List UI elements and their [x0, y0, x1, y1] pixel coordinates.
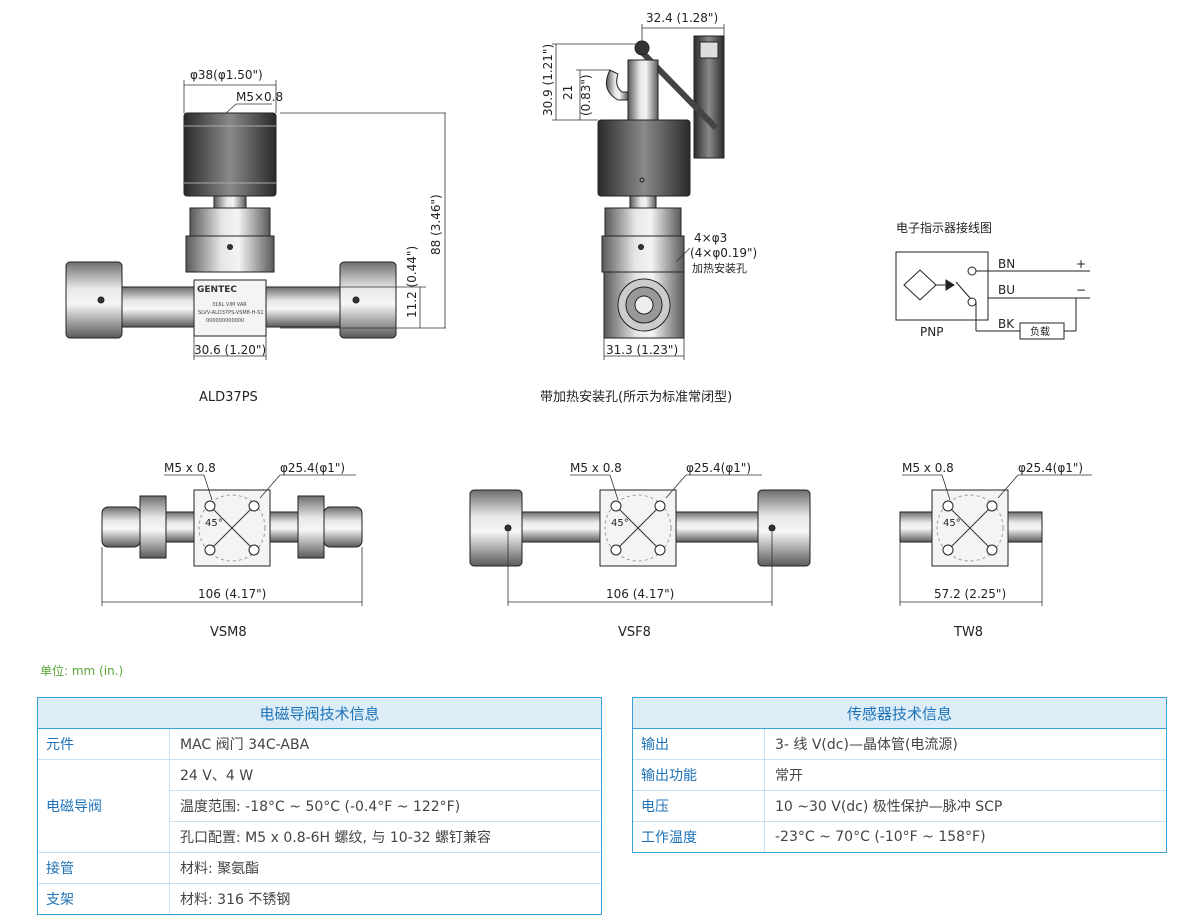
heat-h2b-label: (0.83") — [579, 74, 593, 116]
vsm8-name: VSM8 — [210, 625, 247, 640]
row-key: 接管 — [38, 853, 170, 883]
row-value: 温度范围: -18°C ~ 50°C (-0.4°F ~ 122°F) — [170, 791, 601, 822]
row-value: 3- 线 V(dc)—晶体管(电流源) — [775, 737, 958, 753]
heating-valve-dimensions — [552, 24, 725, 360]
body-line2: SLVV-ALD37PS-VSM8-H-S1 — [198, 310, 264, 316]
tw8-dimensions — [899, 474, 1092, 606]
table-row: 支架材料: 316 不锈钢 — [38, 884, 601, 914]
heat-h1-label: 30.9 (1.21") — [541, 44, 555, 116]
row-value: 材料: 聚氨酯 — [180, 861, 260, 877]
heat-top-w-label: 32.4 (1.28") — [646, 11, 718, 25]
vsm8-dia-label: φ25.4(φ1") — [280, 461, 345, 475]
technical-drawing: φ38(φ1.50") M5×0.8 11.2 (0.44") 88 (3.46… — [65, 11, 1092, 640]
ald-dia-label: φ38(φ1.50") — [190, 68, 263, 82]
body-brand: GENTEC — [197, 285, 237, 295]
vsf8-dimensions — [507, 474, 773, 606]
tw8-drawing — [899, 489, 1043, 567]
row-key: 电压 — [633, 791, 765, 821]
ald-h1-label: 11.2 (0.44") — [405, 246, 419, 318]
tw8-name: TW8 — [953, 625, 983, 640]
row-value: MAC 阀门 34C-ABA — [180, 737, 310, 753]
wiring-plus: + — [1076, 257, 1086, 271]
table-row: 电压 10 ~30 V(dc) 极性保护—脉冲 SCP — [633, 791, 1166, 822]
wiring-minus: − — [1076, 283, 1086, 297]
row-value: 孔口配置: M5 x 0.8-6H 螺纹, 与 10-32 螺钉兼容 — [180, 830, 492, 846]
row-value: 24 V、4 W — [170, 760, 601, 791]
heat-h2a-label: 21 — [561, 85, 575, 100]
wiring-bn: BN — [998, 257, 1015, 271]
row-key: 工作温度 — [633, 822, 765, 852]
unit-note: 单位: mm (in.) — [40, 664, 124, 678]
vsf8-dia-label: φ25.4(φ1") — [686, 461, 751, 475]
heat-holes3-label: 加热安装孔 — [692, 261, 747, 275]
table-title: 电磁导阀技术信息 — [38, 698, 601, 729]
heating-valve-drawing — [597, 35, 725, 339]
vsm8-dimensions — [101, 474, 363, 606]
ald37ps-drawing — [65, 112, 397, 339]
vsf8-width-label: 106 (4.17") — [606, 587, 674, 601]
ald-h2-label: 88 (3.46") — [429, 194, 443, 255]
table-row: 输出功能常开 — [633, 760, 1166, 791]
vsm8-drawing — [101, 489, 363, 567]
body-line1: 316L VIM VAR — [212, 302, 247, 308]
table-title: 传感器技术信息 — [633, 698, 1166, 729]
row-value: 常开 — [775, 768, 803, 784]
heat-name: 带加热安装孔(所示为标准常闭型) — [540, 390, 732, 405]
vsf8-angle-label: 45° — [611, 518, 629, 529]
heat-w-label: 31.3 (1.23") — [606, 343, 678, 357]
vsm8-width-label: 106 (4.17") — [198, 587, 266, 601]
tw8-thread-label: M5 x 0.8 — [902, 461, 954, 475]
table-row: 输出 3- 线 V(dc)—晶体管(电流源) — [633, 729, 1166, 760]
row-key: 支架 — [38, 884, 170, 914]
tw8-width-label: 57.2 (2.25") — [934, 587, 1006, 601]
wiring-bk: BK — [998, 317, 1015, 331]
table-row: 元件 MAC 阀门 34C-ABA — [38, 729, 601, 760]
row-key: 输出功能 — [633, 760, 765, 790]
ald37ps-dimensions — [183, 80, 446, 360]
wiring-diagram — [895, 251, 1090, 340]
row-value: 10 ~30 V(dc) 极性保护—脉冲 SCP — [775, 799, 1003, 815]
vsf8-thread-label: M5 x 0.8 — [570, 461, 622, 475]
wiring-pnp: PNP — [920, 325, 943, 339]
vsm8-thread-label: M5 x 0.8 — [164, 461, 216, 475]
tw8-dia-label: φ25.4(φ1") — [1018, 461, 1083, 475]
tw8-angle-label: 45° — [943, 518, 961, 529]
row-key: 输出 — [633, 729, 765, 759]
wiring-bu: BU — [998, 283, 1015, 297]
vsf8-name: VSF8 — [618, 625, 651, 640]
table-row: 接管材料: 聚氨酯 — [38, 853, 601, 884]
vsm8-angle-label: 45° — [205, 518, 223, 529]
wiring-title: 电子指示器接线图 — [896, 220, 992, 235]
ald-w-label: 30.6 (1.20") — [194, 343, 266, 357]
row-key: 元件 — [38, 729, 170, 759]
heat-holes2-label: (4×φ0.19") — [690, 246, 757, 260]
row-value: 材料: 316 不锈钢 — [180, 892, 291, 908]
sensor-info-table: 传感器技术信息 输出 3- 线 V(dc)—晶体管(电流源) 输出功能常开电压 10 … — [632, 697, 1167, 853]
body-line3: 000000000000 — [206, 318, 244, 324]
ald-thread-label: M5×0.8 — [236, 90, 283, 104]
row-value: -23°C ~ 70°C (-10°F ~ 158°F) — [775, 829, 986, 845]
row-key: 电磁导阀 — [38, 760, 170, 852]
ald-name: ALD37PS — [199, 390, 258, 405]
heat-holes1-label: 4×φ3 — [694, 231, 727, 245]
vsf8-drawing — [469, 489, 811, 567]
wiring-load: 负载 — [1030, 325, 1050, 338]
table-row: 工作温度 -23°C ~ 70°C (-10°F ~ 158°F) — [633, 822, 1166, 852]
